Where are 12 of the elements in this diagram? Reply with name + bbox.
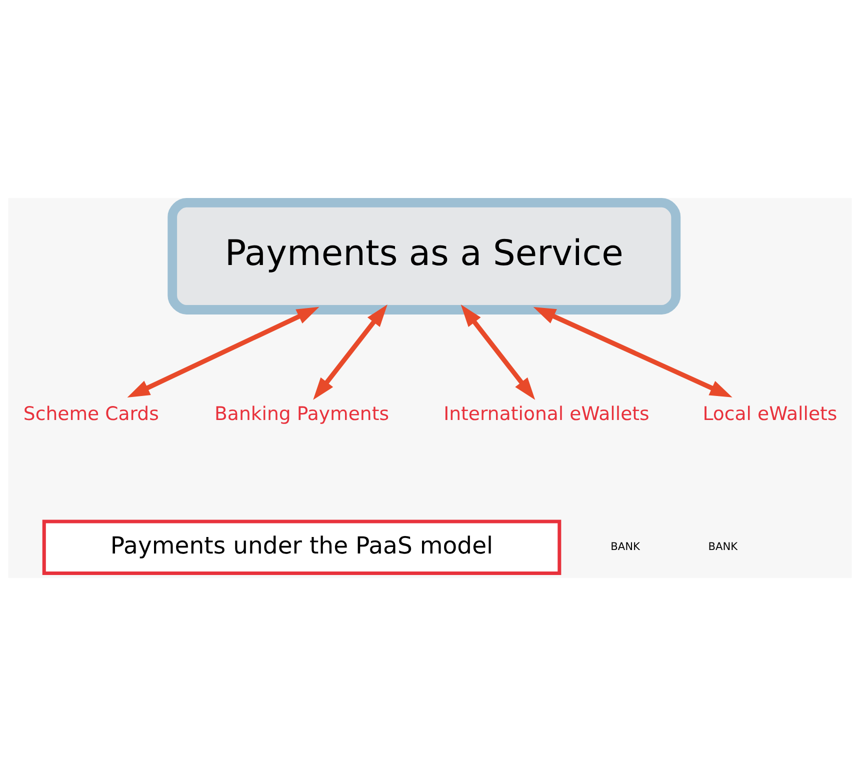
node-box: Payments under the PaaS model (42, 520, 562, 576)
node-text: Local eWallets (702, 404, 838, 426)
node-text: International eWallets (444, 404, 650, 426)
arrow (127, 306, 320, 398)
node-box: Payments as a Service (168, 198, 681, 314)
arrow (313, 304, 388, 400)
arrow (533, 306, 732, 398)
node-text: Banking Payments (214, 404, 390, 426)
node-text: Scheme Cards (23, 404, 159, 426)
label: BANK (708, 541, 738, 553)
label: BANK (610, 541, 640, 553)
arrow (460, 304, 536, 400)
